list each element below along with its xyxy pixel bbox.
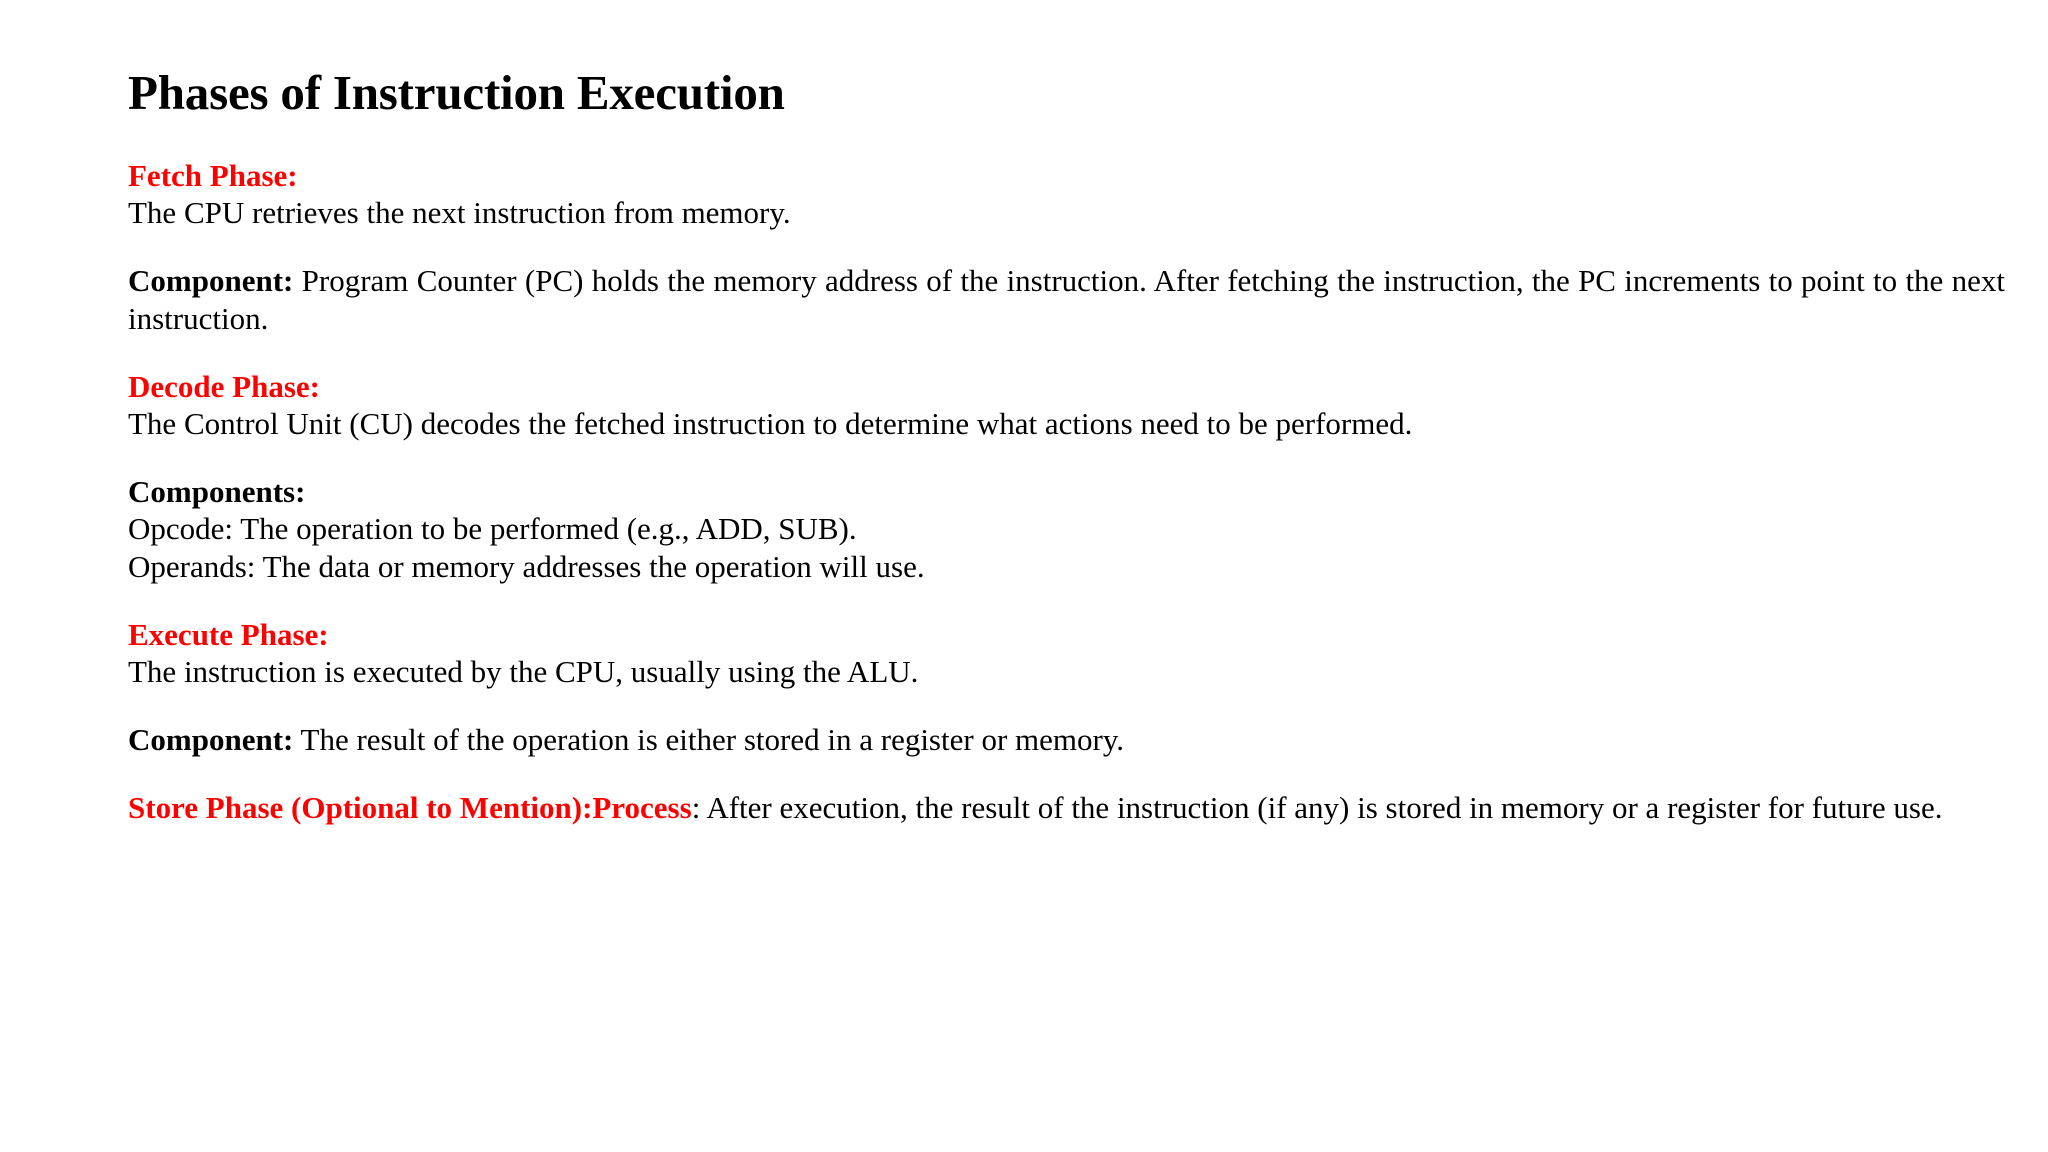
- store-phase-paragraph: Store Phase (Optional to Mention):Proces…: [128, 789, 2005, 827]
- spacer: [128, 338, 2005, 368]
- component-text-fetch: Program Counter (PC) holds the memory ad…: [128, 262, 2005, 336]
- component-text-execute: The result of the operation is either st…: [293, 721, 1125, 757]
- section-heading-decode: Decode Phase:: [128, 368, 320, 404]
- section-decode-phase: Decode Phase: The Control Unit (CU) deco…: [128, 368, 2005, 586]
- spacer: [128, 232, 2005, 262]
- section-description-execute: The instruction is executed by the CPU, …: [128, 654, 919, 690]
- spacer: [128, 691, 2005, 721]
- spacer: [128, 759, 2005, 789]
- component-paragraph-fetch: Component: Program Counter (PC) holds th…: [128, 262, 2005, 338]
- component-label-fetch: Component:: [128, 262, 294, 298]
- page-title: Phases of Instruction Execution: [128, 65, 785, 120]
- spacer: [128, 586, 2005, 616]
- component-paragraph-execute: Component: The result of the operation i…: [128, 721, 2005, 759]
- components-label-decode: Components:: [128, 473, 306, 509]
- section-execute-phase: Execute Phase: The instruction is execut…: [128, 616, 2005, 759]
- section-description-decode: The Control Unit (CU) decodes the fetche…: [128, 405, 1413, 441]
- section-heading-fetch: Fetch Phase:: [128, 157, 298, 193]
- component-item-operands: Operands: The data or memory addresses t…: [128, 549, 925, 585]
- spacer: [128, 443, 2005, 473]
- section-store-phase: Store Phase (Optional to Mention):Proces…: [128, 789, 2005, 827]
- spacer: [128, 121, 2005, 157]
- section-heading-execute: Execute Phase:: [128, 616, 329, 652]
- component-item-opcode: Opcode: The operation to be performed (e…: [128, 511, 857, 547]
- section-fetch-phase: Fetch Phase: The CPU retrieves the next …: [128, 157, 2005, 338]
- store-phase-text: : After execution, the result of the ins…: [691, 789, 1943, 825]
- component-label-execute: Component:: [128, 721, 294, 757]
- section-heading-store: Store Phase (Optional to Mention):Proces…: [128, 789, 692, 825]
- section-description-fetch: The CPU retrieves the next instruction f…: [128, 195, 791, 231]
